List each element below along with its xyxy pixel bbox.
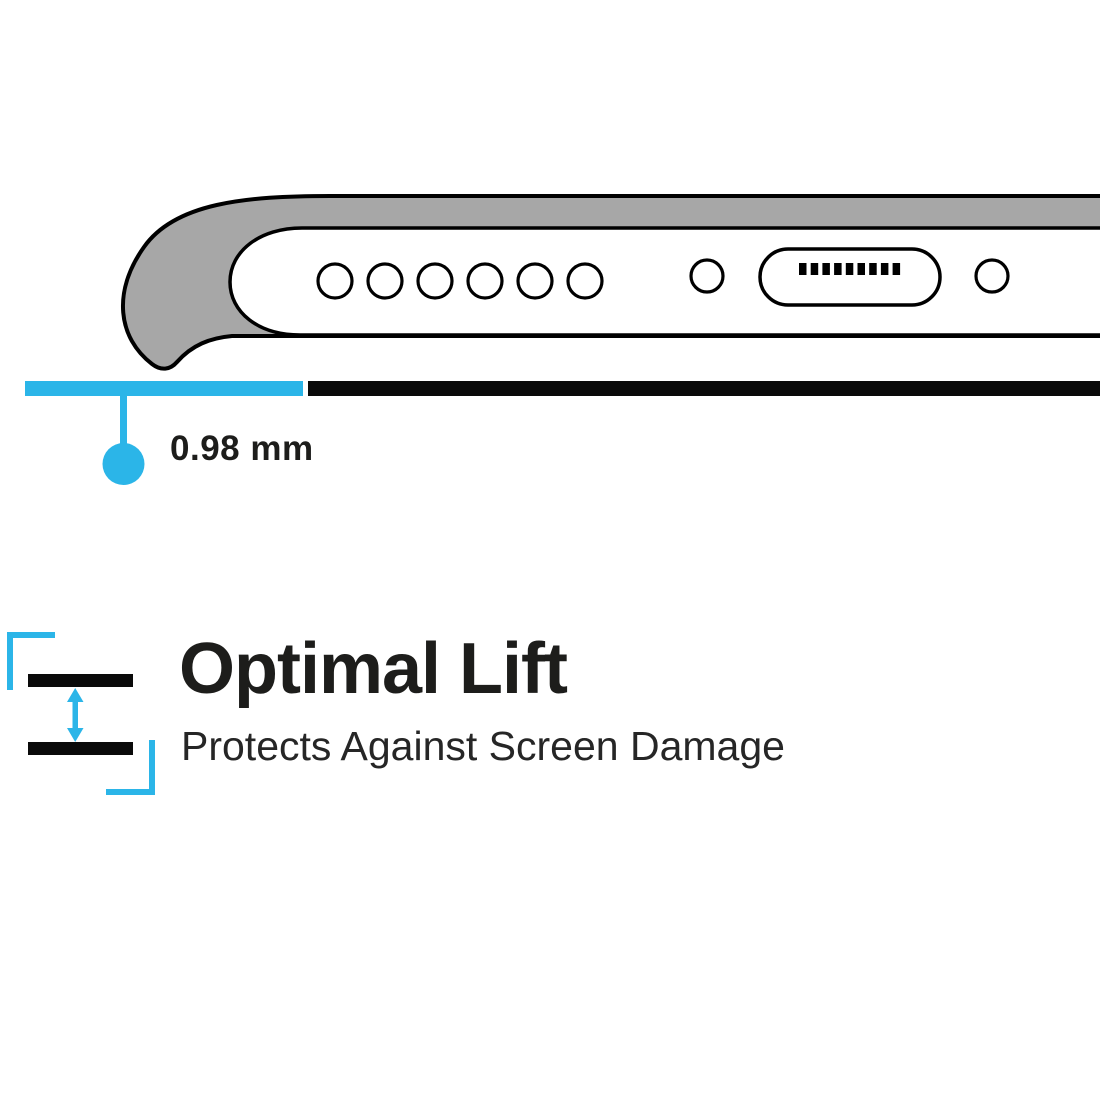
speaker-hole <box>516 262 554 300</box>
speaker-hole <box>416 262 454 300</box>
speaker-hole <box>566 262 604 300</box>
optimal-lift-icon <box>7 632 155 795</box>
bracket-top-left-icon <box>7 632 55 690</box>
bracket-bottom-right-icon <box>106 740 155 795</box>
charging-port <box>758 247 942 307</box>
measurement-leader-line <box>120 396 127 448</box>
feature-subtitle: Protects Against Screen Damage <box>181 723 785 769</box>
screw-hole-left <box>689 258 725 294</box>
screw-hole-right <box>974 258 1010 294</box>
lift-arrow-icon <box>67 688 84 742</box>
speaker-hole <box>366 262 404 300</box>
measurement-label: 0.98 mm <box>170 429 314 468</box>
charging-port-outline <box>758 247 942 307</box>
screen-bottom-bar <box>28 742 133 755</box>
speaker-hole <box>316 262 354 300</box>
feature-title: Optimal Lift <box>179 629 568 709</box>
screen-top-bar <box>28 674 133 687</box>
speaker-holes <box>316 262 604 300</box>
speaker-hole <box>466 262 504 300</box>
measurement-bar-accent <box>25 381 303 396</box>
phone-body <box>228 226 1100 337</box>
phone-case-illustration <box>25 194 1100 485</box>
measurement-bar-dark <box>308 381 1100 396</box>
measurement-dot <box>102 443 145 485</box>
